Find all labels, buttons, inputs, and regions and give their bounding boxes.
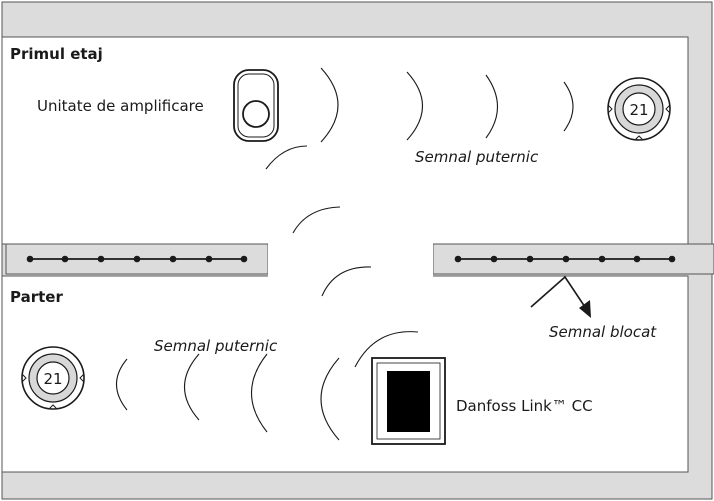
rebar-right xyxy=(454,255,676,263)
signal-waves-upper xyxy=(320,67,574,143)
controller-label: Danfoss Link™ CC xyxy=(456,397,593,415)
ground-floor-label: Parter xyxy=(10,288,63,306)
thermostat-ground-value: 21 xyxy=(43,370,62,388)
thermostat-ground-icon xyxy=(21,346,85,410)
strong-signal-label-upper: Semnal puternic xyxy=(415,148,539,166)
thermostat-upper-icon xyxy=(607,77,671,141)
floor-opening xyxy=(268,240,433,280)
amplifier-label: Unitate de amplificare xyxy=(37,97,204,115)
controller-icon xyxy=(371,357,446,445)
strong-signal-label-ground: Semnal puternic xyxy=(154,337,278,355)
blocked-signal-label: Semnal blocat xyxy=(549,323,657,341)
signal-waves-ground xyxy=(115,353,340,441)
upper-floor-label: Primul etaj xyxy=(10,45,103,63)
rebar-left xyxy=(26,255,248,263)
amplifier-icon xyxy=(233,69,279,142)
signal-waves-vertical xyxy=(265,145,419,368)
thermostat-upper-value: 21 xyxy=(629,101,648,119)
blocked-signal-arrow xyxy=(530,275,591,318)
